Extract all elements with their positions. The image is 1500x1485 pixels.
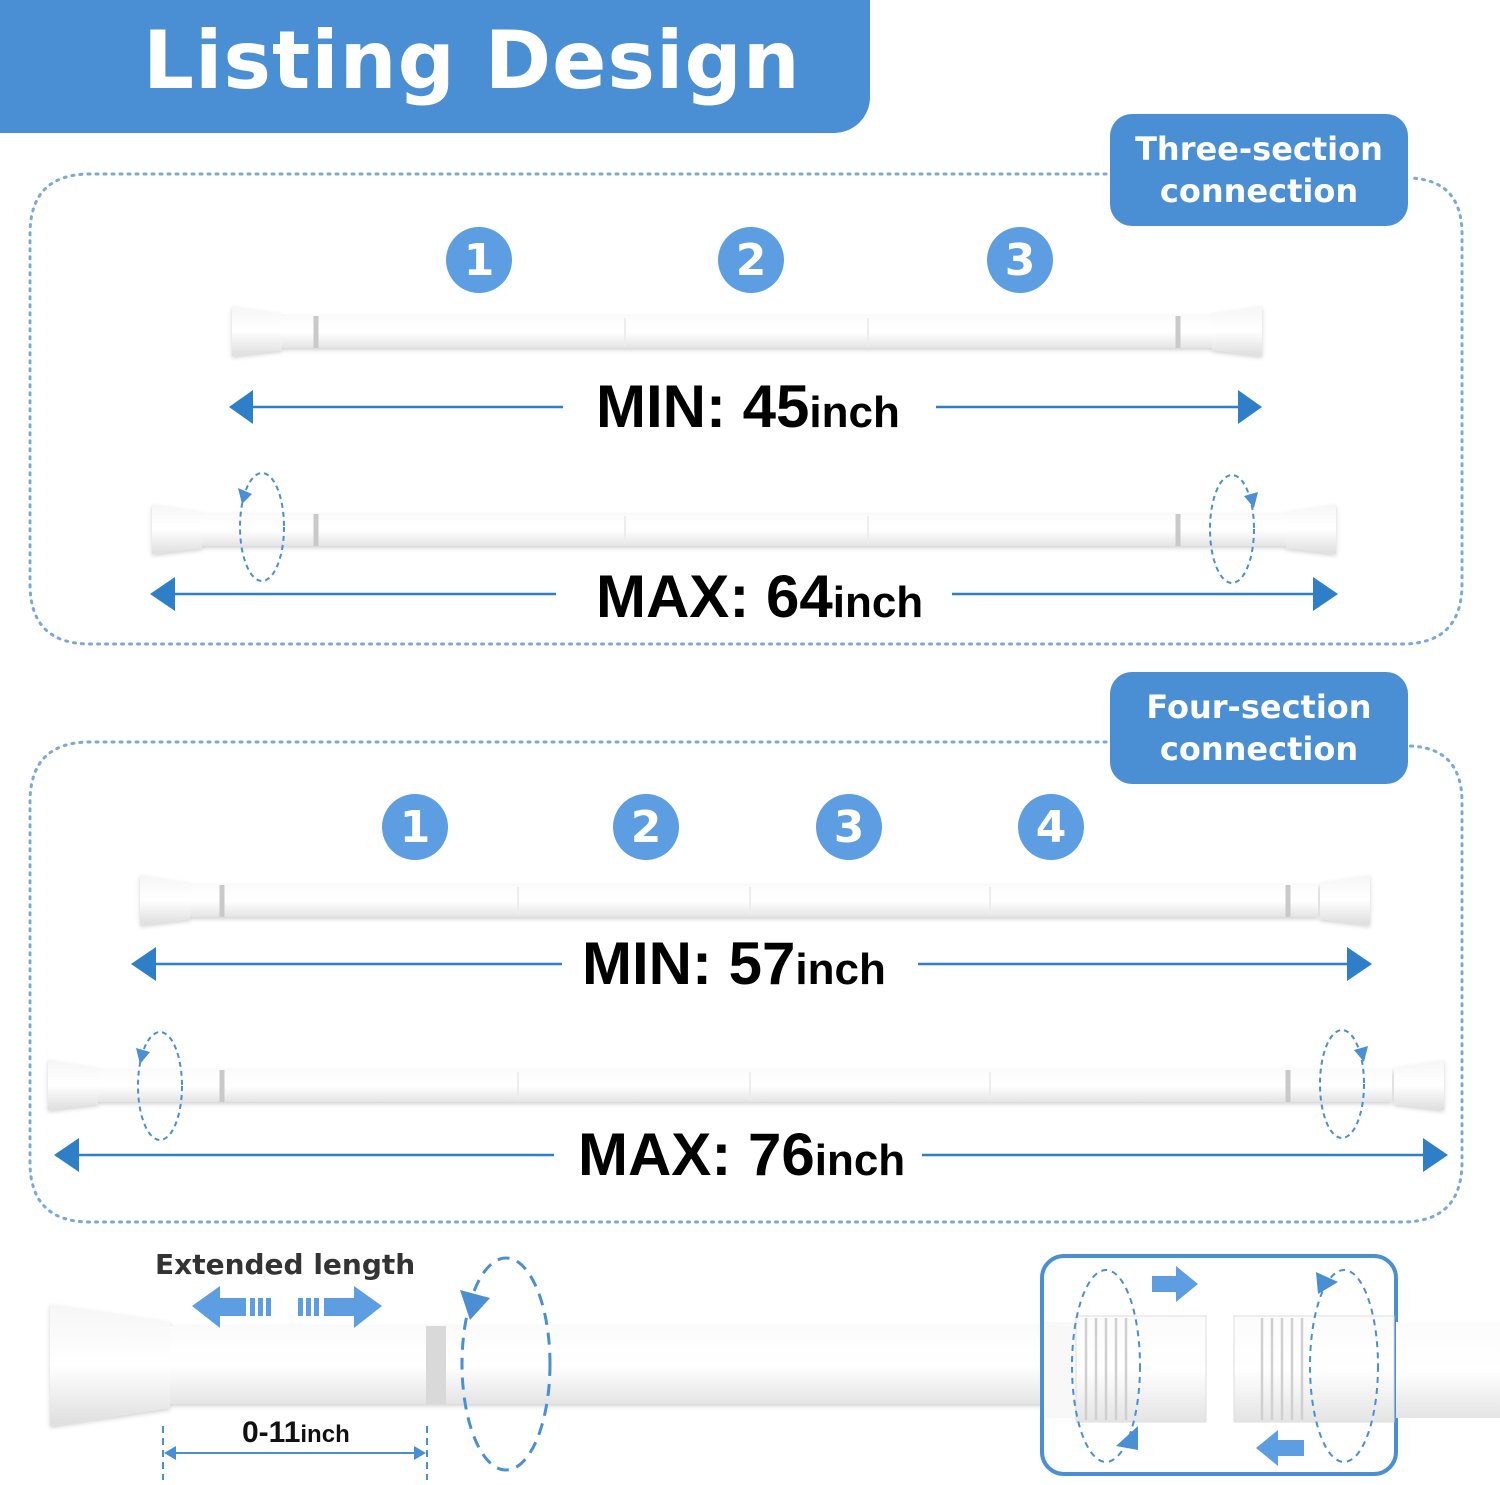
rotate-arrowhead — [238, 488, 252, 504]
rotate-ring-three-left — [239, 472, 285, 582]
range-value: 0-11inch — [242, 1416, 350, 1450]
rotate-ring-four-left — [137, 1031, 183, 1141]
section-number-3: 3 — [816, 794, 882, 860]
range-number: 0-11 — [242, 1416, 301, 1449]
min-unit-four: inch — [795, 945, 886, 994]
page-title: Listing Design — [143, 14, 801, 107]
max-label-three: MAX: 64 — [596, 563, 833, 630]
rod-three-max — [152, 504, 1336, 554]
arrow-four-min — [131, 947, 1372, 981]
section-number-3: 3 — [987, 227, 1053, 293]
section-number-1: 1 — [382, 794, 448, 860]
section-number-2: 2 — [613, 794, 679, 860]
section-number-4: 4 — [1018, 794, 1084, 860]
min-label-three: MIN: 45 — [596, 373, 810, 440]
min-unit-three: inch — [809, 388, 900, 437]
tag-four-line1: Four-section — [1146, 688, 1372, 726]
detail-rotate-ring — [460, 1256, 552, 1472]
rod-three-min — [232, 306, 1262, 356]
max-measure-four: MAX: 76inch — [578, 1120, 905, 1189]
max-label-four: MAX: 76 — [578, 1121, 815, 1188]
min-measure-three: MIN: 45inch — [596, 372, 900, 441]
rotate-ring-three-right — [1209, 474, 1255, 584]
range-dimension — [162, 1426, 428, 1480]
tag-three-line1: Three-section — [1135, 130, 1383, 168]
tag-four-section: Four-section connection — [1110, 672, 1408, 784]
range-unit: inch — [300, 1421, 350, 1448]
section-number-2: 2 — [718, 227, 784, 293]
rotate-ring-four-right — [1319, 1029, 1365, 1139]
min-label-four: MIN: 57 — [582, 930, 796, 997]
section-number-1: 1 — [446, 227, 512, 293]
arrow-three-min — [229, 390, 1262, 424]
max-unit-three: inch — [832, 578, 924, 627]
max-measure-three: MAX: 64inch — [596, 562, 923, 631]
header-banner — [0, 0, 870, 133]
extended-length-label: Extended length — [155, 1248, 416, 1281]
frame-four-section — [28, 740, 1464, 1224]
extend-arrows-icon — [192, 1286, 382, 1328]
connection-inset — [1040, 1254, 1500, 1476]
max-unit-four: inch — [814, 1136, 906, 1185]
min-measure-four: MIN: 57inch — [582, 929, 886, 998]
tag-four-line2: connection — [1159, 730, 1359, 768]
arrow-three-max — [150, 577, 1338, 611]
tag-three-section: Three-section connection — [1110, 114, 1408, 226]
arrow-four-max — [54, 1138, 1448, 1172]
tag-three-line2: connection — [1159, 172, 1359, 210]
frame-three-section — [28, 172, 1464, 646]
rod-four-max — [48, 1060, 1444, 1110]
rod-four-min — [140, 875, 1370, 925]
